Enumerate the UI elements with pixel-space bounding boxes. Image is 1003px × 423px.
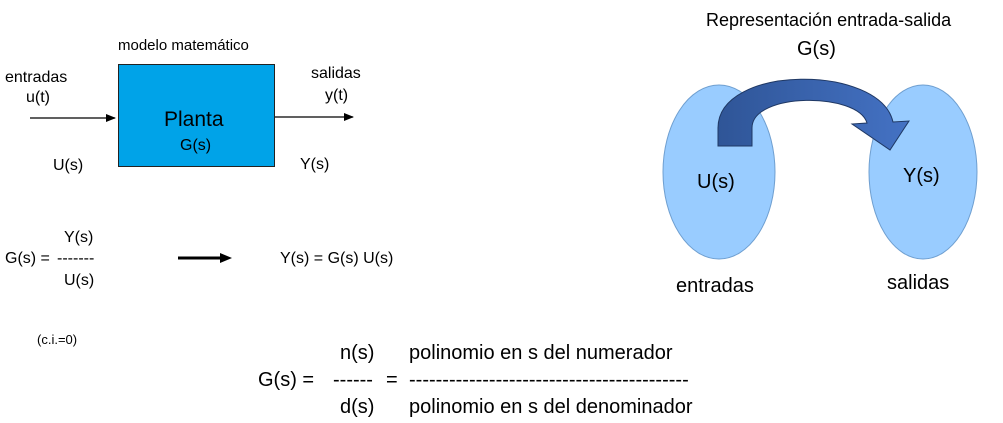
poly-dashes-long: ----------------------------------------… <box>409 369 689 391</box>
initial-conditions: (c.i.=0) <box>37 332 78 347</box>
poly-equals: = <box>386 369 398 391</box>
plant-name: Planta <box>164 108 224 131</box>
plant-transfer-function: G(s) <box>180 137 212 154</box>
tf-numerator: Y(s) <box>64 229 94 246</box>
io-mapping-label: G(s) <box>797 38 836 60</box>
tf-denominator: U(s) <box>64 272 95 289</box>
output-signal: y(t) <box>325 87 349 104</box>
tf-lhs: G(s) = <box>5 250 50 267</box>
implies-arrow <box>178 253 232 263</box>
io-input-caption: entradas <box>676 275 754 297</box>
io-title: Representación entrada-salida <box>706 10 952 30</box>
mapping-arrow <box>717 78 910 151</box>
poly-numerator: n(s) <box>340 342 375 364</box>
output-transform: Y(s) <box>300 156 330 173</box>
tf-fraction-bar: ------- <box>57 250 95 267</box>
poly-lhs: G(s) = <box>258 369 315 391</box>
input-label: entradas <box>5 69 68 86</box>
input-signal: u(t) <box>26 89 50 106</box>
io-output-caption: salidas <box>887 272 950 294</box>
model-label: modelo matemático <box>118 37 249 54</box>
poly-dashes-short: ------ <box>333 369 373 391</box>
input-transform: U(s) <box>53 157 84 174</box>
output-label: salidas <box>311 65 361 82</box>
poly-denominator: d(s) <box>340 396 375 418</box>
io-output-set: Y(s) <box>903 165 940 187</box>
poly-denominator-desc: polinomio en s del denominador <box>409 396 693 418</box>
io-input-set: U(s) <box>697 171 735 193</box>
tf-result: Y(s) = G(s) U(s) <box>280 250 394 267</box>
poly-numerator-desc: polinomio en s del numerador <box>409 342 673 364</box>
plant-block: Planta G(s) <box>118 64 275 167</box>
